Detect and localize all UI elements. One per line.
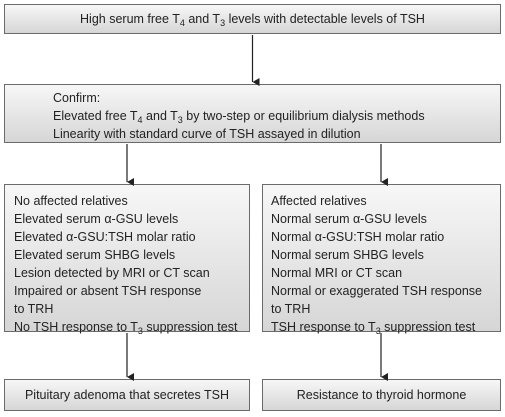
top-box: High serum free T4 and T3 levels with de… — [4, 4, 501, 34]
right-finding: Normal serum α-GSU levels — [271, 212, 427, 226]
outcome-left-text: Pituitary adenoma that secretes TSH — [24, 388, 230, 402]
left-finding: to TRH — [14, 302, 54, 316]
right-finding: Normal α-GSU:TSH molar ratio — [271, 230, 445, 244]
left-finding: Elevated α-GSU:TSH molar ratio — [14, 230, 196, 244]
right-finding: Affected relatives — [271, 194, 367, 208]
left-findings-box: No affected relatives Elevated serum α-G… — [4, 184, 250, 336]
top-box-text: High serum free T4 and T3 levels with de… — [80, 12, 425, 28]
right-findings-box: Affected relatives Normal serum α-GSU le… — [262, 184, 501, 336]
left-finding: Elevated serum α-GSU levels — [14, 212, 179, 226]
outcome-right-box: Resistance to thyroid hormone — [262, 379, 501, 411]
confirm-heading: Confirm: — [53, 91, 101, 105]
right-finding: to TRH — [271, 302, 311, 316]
left-finding: Lesion detected by MRI or CT scan — [14, 266, 210, 280]
right-finding: Normal MRI or CT scan — [271, 266, 403, 280]
right-finding: Normal or exaggerated TSH response — [271, 284, 482, 298]
confirm-line-1: Elevated free T4 and T3 by two-step or e… — [53, 109, 425, 125]
confirm-line-2: Linearity with standard curve of TSH ass… — [53, 127, 361, 141]
confirm-box: Confirm: Elevated free T4 and T3 by two-… — [4, 84, 501, 143]
left-finding-last: No TSH response to T3 suppression test — [14, 320, 238, 336]
outcome-right-text: Resistance to thyroid hormone — [296, 388, 467, 402]
right-finding-last: TSH response to T3 suppression test — [271, 320, 476, 336]
outcome-left-box: Pituitary adenoma that secretes TSH — [4, 379, 250, 411]
left-finding: Impaired or absent TSH response — [14, 284, 202, 298]
right-finding: Normal serum SHBG levels — [271, 248, 424, 262]
left-finding: No affected relatives — [14, 194, 128, 208]
left-finding: Elevated serum SHBG levels — [14, 248, 176, 262]
